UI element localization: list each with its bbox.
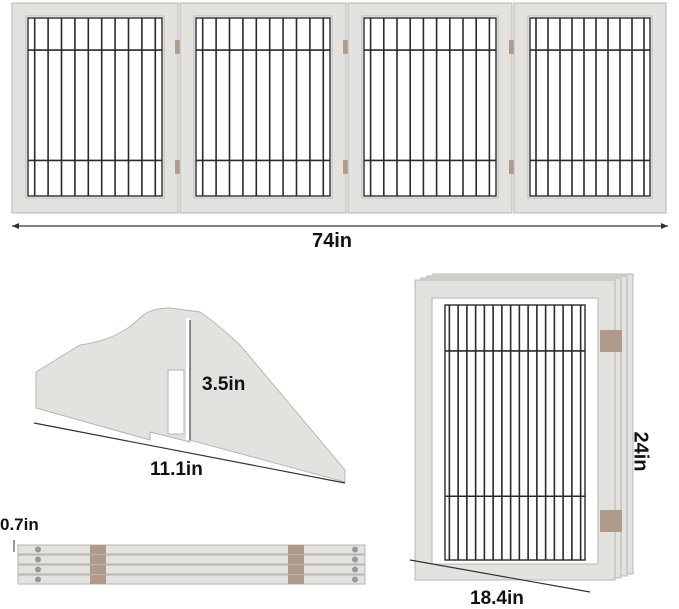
foot-height-label: 3.5in — [202, 374, 246, 395]
panel-height-label: 24in — [629, 431, 652, 472]
gate-panel — [179, 2, 347, 214]
panel-width-label: 18.4in — [470, 588, 524, 609]
stacked-panels-side-view — [17, 544, 366, 585]
panel-thickness-label: 0.7in — [0, 515, 39, 534]
foot-length-label: 11.1in — [150, 459, 203, 480]
width-arrow — [12, 223, 668, 229]
gate-panel — [347, 2, 513, 214]
gate-panel — [11, 2, 179, 214]
total-width-label: 74in — [312, 230, 353, 252]
support-foot — [33, 307, 346, 484]
folded-gate-panel — [409, 273, 634, 593]
unfolded-gate-panels — [11, 2, 667, 214]
gate-panel — [513, 2, 667, 214]
